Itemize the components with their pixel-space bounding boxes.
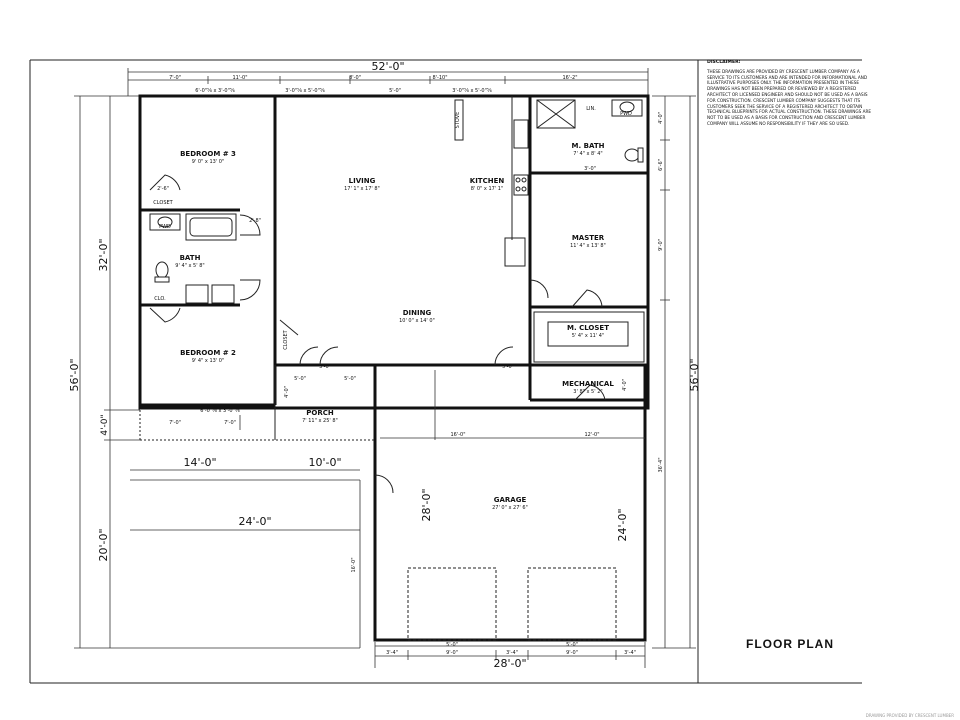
dim-top-4: 8'-10" xyxy=(432,75,447,81)
room-porch-size: 7' 11" x 25' 8" xyxy=(302,418,338,424)
dim-top-3: 8'-0" xyxy=(349,75,361,81)
label-stove: STOVE xyxy=(455,112,461,129)
dim-overall-top: 52'-0" xyxy=(371,60,404,73)
dim-mech-4: 4'-0" xyxy=(622,379,628,391)
kitchen-appliances xyxy=(513,119,529,196)
dim-porch-5a: 5'-0" xyxy=(294,376,306,382)
dim-porch-10: 10'-0" xyxy=(308,456,341,469)
room-bedroom3-size: 9' 0" x 13' 0" xyxy=(192,159,225,165)
bottom-dimensions: 3'-4" 9'-0" 3'-4" 9'-0" 3'-4" 5'-0" 5'-0… xyxy=(374,642,646,670)
top-dimensions: 52'-0" 7'-0" 11'-0" 8'-0" 8'-10" 16'-2" … xyxy=(127,60,649,96)
dim-top-5: 16'-2" xyxy=(562,75,577,81)
master-bath-fixtures xyxy=(536,99,644,163)
dim-right-6-6: 6'-6" xyxy=(658,159,664,171)
dim-left-4: 4'-0" xyxy=(100,414,110,435)
room-bath-size: 9' 4" x 5' 8" xyxy=(175,263,204,269)
label-closet: CLOSET xyxy=(153,200,173,206)
room-mbath-name: M. BATH xyxy=(572,142,605,150)
dim-door-5a: 5'-0" xyxy=(446,642,458,648)
dim-porch-7b: 7'-0" xyxy=(224,420,236,426)
label-linen: LIN. xyxy=(586,106,596,112)
window-top-1: 6'-0"⅝ x 3'-0"⅝ xyxy=(195,88,235,94)
dim-garage-16: 16'-0" xyxy=(450,432,465,438)
dim-porch-7a: 7'-0" xyxy=(169,420,181,426)
bath-fixtures xyxy=(149,213,237,304)
footer-note: DRAWING PROVIDED BY CRESCENT LUMBER xyxy=(865,713,954,718)
door-dim-5-0: 5'-0" xyxy=(502,364,514,370)
label-pwd-bath: PWD xyxy=(159,224,171,230)
dim-porch-24: 24'-0" xyxy=(238,515,271,528)
right-dimensions: 4'-0" 6'-6" 9'-0" 36'-4" 56'-0" xyxy=(652,95,701,649)
dim-porch-4: 4'-0" xyxy=(284,386,290,398)
porch-outline: 14'-0" 10'-0" 24'-0" 7'-0" 7'-0" 5'-0" 5… xyxy=(130,376,361,648)
room-bath-name: BATH xyxy=(180,254,201,262)
dim-right-9: 9'-0" xyxy=(658,239,664,251)
dim-door-5b: 5'-0" xyxy=(566,642,578,648)
room-bedroom3-name: BEDROOM # 3 xyxy=(180,150,236,158)
dim-left-56: 56'-0" xyxy=(68,358,81,391)
dim-bottom-3-4a: 3'-4" xyxy=(386,650,398,656)
room-mcloset-name: M. CLOSET xyxy=(567,324,609,332)
room-mechanical-name: MECHANICAL xyxy=(562,380,614,388)
room-garage-name: GARAGE xyxy=(494,496,527,504)
garage-details: 16'-0" 12'-0" 28'-0" 24'-0" 4'-0" xyxy=(380,370,645,641)
label-clo: CLO. xyxy=(154,296,166,302)
dim-bottom-28: 28'-0" xyxy=(493,657,526,670)
room-labels: BEDROOM # 3 9' 0" x 13' 0" BEDROOM # 2 9… xyxy=(153,106,632,511)
room-mbath-size: 7' 4" x 8' 4" xyxy=(573,151,602,157)
room-bedroom2-size: 9' 4" x 13' 0" xyxy=(192,358,225,364)
room-mcloset-size: 5' 4" x 11' 4" xyxy=(572,333,605,339)
dim-garage-12: 12'-0" xyxy=(584,432,599,438)
room-living-size: 17' 1" x 17' 8" xyxy=(344,186,380,192)
dim-garage-24v: 24'-0" xyxy=(616,508,629,541)
dim-left-32: 32'-0" xyxy=(97,238,110,271)
disclaimer-text: THESE DRAWINGS ARE PROVIDED BY CRESCENT … xyxy=(707,68,872,126)
window-bottom: 6'-0"⅝ x 3'-0"⅝ xyxy=(200,408,240,414)
door-swings xyxy=(149,174,606,494)
room-dining-size: 10' 0" x 14' 0" xyxy=(399,318,435,324)
door-dim-2-6: 2'-6" xyxy=(157,186,169,192)
door-dim-3-0: 3'-0" xyxy=(584,166,596,172)
window-top-4: 3'-0"⅝ x 5'-0"⅝ xyxy=(452,88,492,94)
dim-porch-14: 14'-0" xyxy=(183,456,216,469)
room-kitchen-name: KITCHEN xyxy=(470,177,505,185)
door-dim-3-0b: 3'-0" xyxy=(319,364,331,370)
room-kitchen-size: 8' 0" x 17' 1" xyxy=(471,186,504,192)
room-bedroom2-name: BEDROOM # 2 xyxy=(180,349,236,357)
label-closet-vertical: CLOSET xyxy=(283,329,289,349)
dim-top-1: 7'-0" xyxy=(169,75,181,81)
dim-bottom-9b: 9'-0" xyxy=(566,650,578,656)
disclaimer-heading: DISCLAIMER: xyxy=(707,60,741,65)
disclaimer-block: DISCLAIMER: THESE DRAWINGS ARE PROVIDED … xyxy=(707,60,872,127)
dim-porch-5b: 5'-0" xyxy=(344,376,356,382)
master-closet-shelving xyxy=(533,311,645,363)
room-garage-size: 27' 0" x 27' 6" xyxy=(492,505,528,511)
room-dining-name: DINING xyxy=(403,309,432,317)
dim-right-36: 36'-4" xyxy=(658,457,664,472)
dim-garage-28v: 28'-0" xyxy=(420,488,433,521)
dim-bottom-3-4c: 3'-4" xyxy=(624,650,636,656)
room-living-name: LIVING xyxy=(349,177,376,185)
room-master-size: 11' 4" x 13' 8" xyxy=(570,243,606,249)
room-mechanical-size: 3' 8" x 5' 2" xyxy=(573,389,602,395)
room-porch-name: PORCH xyxy=(306,409,334,417)
dim-bottom-9a: 9'-0" xyxy=(446,650,458,656)
left-dimensions: 32'-0" 56'-0" 4'-0" 20'-0" xyxy=(68,95,360,649)
label-pwd-mbath: PWD xyxy=(620,111,632,117)
door-dim-2-8: 2'-8" xyxy=(249,218,261,224)
window-top-3: 5'-0" xyxy=(389,88,401,94)
dim-left-20: 20'-0" xyxy=(97,528,110,561)
dim-right-4: 4'-0" xyxy=(658,112,664,124)
window-top-2: 3'-0"⅝ x 5'-0"⅝ xyxy=(285,88,325,94)
house-walls xyxy=(138,94,650,642)
dim-top-2: 11'-0" xyxy=(232,75,247,81)
dim-porch-16: 16'-0" xyxy=(351,557,357,572)
dim-bottom-3-4b: 3'-4" xyxy=(506,650,518,656)
plan-title: FLOOR PLAN xyxy=(746,637,834,651)
room-master-name: MASTER xyxy=(572,234,605,242)
dim-right-56: 56'-0" xyxy=(688,358,701,391)
